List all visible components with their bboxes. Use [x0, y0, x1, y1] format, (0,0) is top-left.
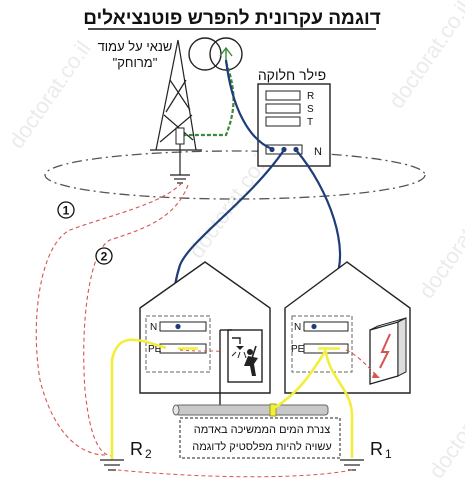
transformer-secondary-coil [209, 37, 243, 71]
house-right-panel [291, 315, 353, 373]
water-pipe [175, 404, 329, 416]
star-point-symbol [219, 46, 233, 62]
diagram-title: דוגמה עקרונית להפרש פוטנציאלים [83, 8, 381, 29]
fault-path-2 [83, 184, 189, 457]
pe-earth-wire-right [324, 351, 354, 458]
house-left-n-terminal [175, 323, 181, 330]
house-right-n-bar [303, 321, 349, 332]
ground-ring [44, 150, 426, 200]
house-left-pe-label: PE [148, 344, 162, 355]
pipe-note-box [179, 417, 341, 459]
pipe-note-line2: עשויה להיות מפלסטיק לדוגמה [192, 440, 332, 453]
pe-bond-to-pipe [273, 349, 328, 410]
pipe-bond-clamp [269, 403, 277, 417]
phase-label-t: T [307, 117, 313, 128]
transformer-label-line2: "מרוחק" [113, 55, 158, 70]
house-left-n-bar [159, 321, 207, 332]
return-path-between-grounds [117, 469, 353, 478]
path-marker-1 [57, 201, 75, 219]
phase-label-r: R [307, 91, 314, 102]
panel-label: פילר חלוקה [258, 67, 326, 83]
house-right-pe-label: PE [291, 344, 305, 355]
ground-symbol-left [100, 459, 124, 471]
path-marker-2-label: 2 [101, 250, 108, 264]
watermark-text: doctorat.co.il [424, 366, 465, 483]
pe-earth-wire-left [110, 338, 167, 460]
transformer-earth-wire [184, 61, 235, 137]
phase-bar-s [265, 103, 301, 114]
fault-path-1 [35, 182, 183, 456]
watermark-text: doctorat.co.il [384, 0, 465, 113]
water-pipe-end [172, 404, 180, 416]
pole-earth-clamp [175, 127, 185, 145]
transformer-primary-coil [188, 37, 222, 71]
phase-label-s: S [307, 104, 314, 115]
supply-neutral-wire [224, 59, 273, 151]
house-right-n-label: N [294, 322, 301, 333]
phase-bar-t [265, 116, 301, 127]
ground-symbol-right [340, 459, 364, 471]
house-right-n-terminal [311, 323, 317, 330]
shower-person-icon [227, 329, 263, 383]
house-left-n-label: N [150, 322, 157, 333]
path-marker-2 [95, 247, 113, 265]
phase-bar-r [265, 90, 301, 101]
fault-current-arrowhead [372, 372, 380, 378]
house-left-panel [145, 315, 211, 373]
transformer-label-line1: שנאי על עמוד [98, 39, 173, 54]
watermark-text: doctorat.co.il [414, 186, 465, 303]
watermark-text: doctorat.co.il [4, 36, 96, 153]
path-marker-1-label: 1 [63, 204, 70, 218]
pole-earth-symbol [170, 174, 190, 184]
pipe-note-line1: צנרת המים הממשיכה באדמה [194, 424, 330, 436]
faulty-appliance-icon [369, 317, 407, 385]
neutral-label: N [314, 146, 322, 158]
fault-current-arrow [345, 349, 379, 377]
